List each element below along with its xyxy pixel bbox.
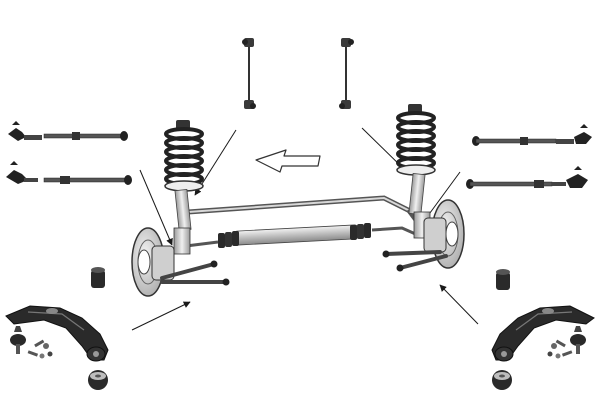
ball-joint-right	[570, 326, 586, 354]
coil-spring-right	[396, 111, 436, 176]
pointer-arrow	[439, 284, 479, 325]
tie-rod-right-lower	[466, 166, 588, 189]
control-arm-bushing-right-upper	[496, 269, 510, 290]
tie-rod-left-lower	[6, 161, 132, 185]
pointer-arrow	[139, 169, 173, 246]
coil-spring-left	[164, 127, 204, 192]
ball-joint-left	[10, 326, 26, 354]
mounting-hardware-right	[547, 339, 573, 359]
control-arm-bushing-left-lower	[88, 370, 108, 390]
tie-rod-right-upper	[472, 124, 592, 146]
steering-rack-boot-left	[218, 231, 239, 248]
forward-direction-arrow	[255, 149, 321, 173]
tie-rod-left-upper	[8, 121, 128, 141]
coil-spring-strut-right	[396, 104, 436, 239]
pointer-arrow	[131, 301, 191, 331]
mounting-hardware-left	[27, 339, 53, 359]
control-arm-bushing-left-upper	[91, 267, 105, 288]
stabilizer-link-left	[242, 38, 256, 109]
steering-rack-boot-right	[350, 223, 371, 240]
steering-rack	[185, 223, 421, 248]
stabilizer-link-right	[339, 38, 354, 109]
control-arm-left	[5, 305, 109, 362]
control-arm-right	[491, 305, 595, 362]
brake-disc-hub-left	[131, 227, 175, 297]
lower-link-left	[160, 260, 230, 286]
lower-link-right	[382, 250, 448, 272]
control-arm-bushing-right-lower	[492, 370, 512, 390]
coil-spring-strut-left	[164, 120, 204, 255]
